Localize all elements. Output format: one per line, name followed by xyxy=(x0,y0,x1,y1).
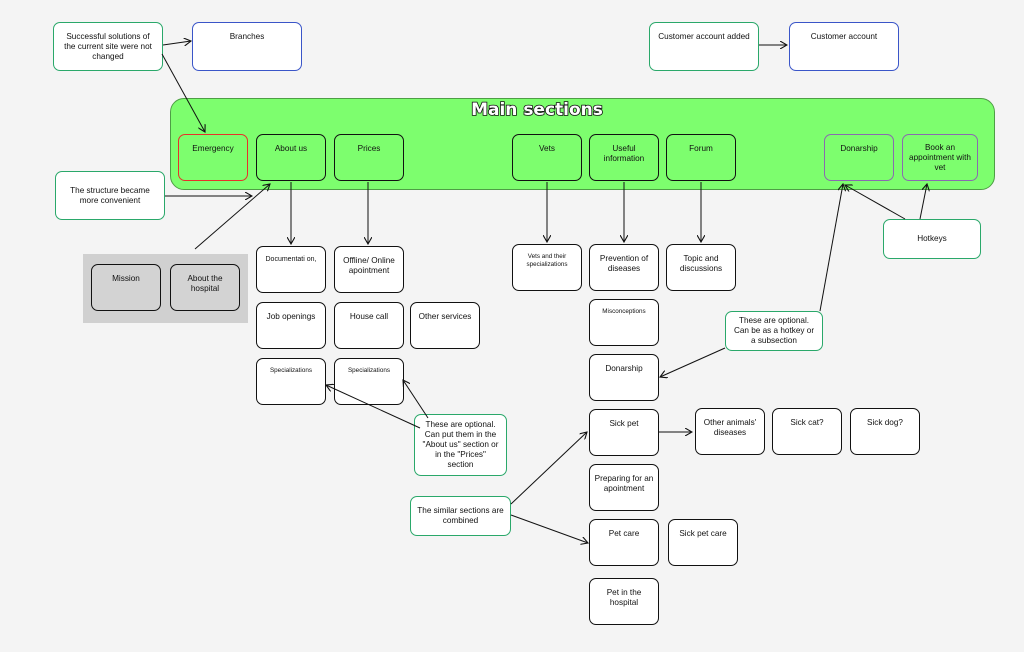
node-prevention-of-diseases: Prevention of diseases xyxy=(589,244,659,291)
node-sick-pet: Sick pet xyxy=(589,409,659,456)
section-forum: Forum xyxy=(666,134,736,181)
node-pet-care: Pet care xyxy=(589,519,659,566)
section-prices: Prices xyxy=(334,134,404,181)
node-sick-dog: Sick dog? xyxy=(850,408,920,455)
node-vets-specializations: Vets and their specializations xyxy=(512,244,582,291)
main-sections-title: Main sections xyxy=(470,99,603,121)
node-offline-online-appointment: Offline/ Online apointment xyxy=(334,246,404,293)
node-about-the-hospital: About the hospital xyxy=(170,264,240,311)
section-vets: Vets xyxy=(512,134,582,181)
arrow-optional-donarship-sub xyxy=(660,347,726,377)
node-other-animals-diseases: Other animals' diseases xyxy=(695,408,765,455)
section-emergency: Emergency xyxy=(178,134,248,181)
section-about-us: About us xyxy=(256,134,326,181)
arrow-optional-spec-about xyxy=(326,385,421,429)
note-similar-combined: The similar sections are combined xyxy=(410,496,511,536)
section-book-appointment: Book an appointment with vet xyxy=(902,134,978,181)
node-customer-account: Customer account xyxy=(789,22,899,71)
arrow-similar-petcare xyxy=(510,514,588,543)
arrow-hotkeys-donarship xyxy=(845,185,906,220)
note-structure-convenient: The structure became more convenient xyxy=(55,171,165,220)
arrow-optional-spec-prices xyxy=(403,380,429,419)
node-donarship-sub: Donarship xyxy=(589,354,659,401)
node-house-call: House call xyxy=(334,302,404,349)
node-specializations-about: Specializations xyxy=(256,358,326,405)
node-preparing-appointment: Preparing for an apointment xyxy=(589,464,659,511)
node-branches: Branches xyxy=(192,22,302,71)
arrow-optional-donarship xyxy=(819,184,843,312)
node-sick-pet-care: Sick pet care xyxy=(668,519,738,566)
node-misconceptions: Misconceptions xyxy=(589,299,659,346)
node-job-openings: Job openings xyxy=(256,302,326,349)
node-documentation: Documentati on, xyxy=(256,246,326,293)
arrow-mission-aboutus xyxy=(194,184,270,250)
note-successful-solutions: Successful solutions of the current site… xyxy=(53,22,163,71)
node-sick-cat: Sick cat? xyxy=(772,408,842,455)
section-donarship: Donarship xyxy=(824,134,894,181)
arrow-hotkeys-book xyxy=(919,184,927,220)
arrow-successful-branches xyxy=(162,41,191,45)
arrow-similar-sickpet xyxy=(510,432,587,505)
note-hotkeys: Hotkeys xyxy=(883,219,981,259)
note-optional-hotkey: These are optional. Can be as a hotkey o… xyxy=(725,311,823,351)
arrow-successful-emergency xyxy=(161,53,205,132)
section-useful-information: Useful information xyxy=(589,134,659,181)
node-other-services: Other services xyxy=(410,302,480,349)
note-optional-prices: These are optional. Can put them in the … xyxy=(414,414,507,476)
node-topic-discussions: Topic and discussions xyxy=(666,244,736,291)
node-pet-in-hospital: Pet in the hospital xyxy=(589,578,659,625)
node-mission: Mission xyxy=(91,264,161,311)
note-customer-account-added: Customer account added xyxy=(649,22,759,71)
